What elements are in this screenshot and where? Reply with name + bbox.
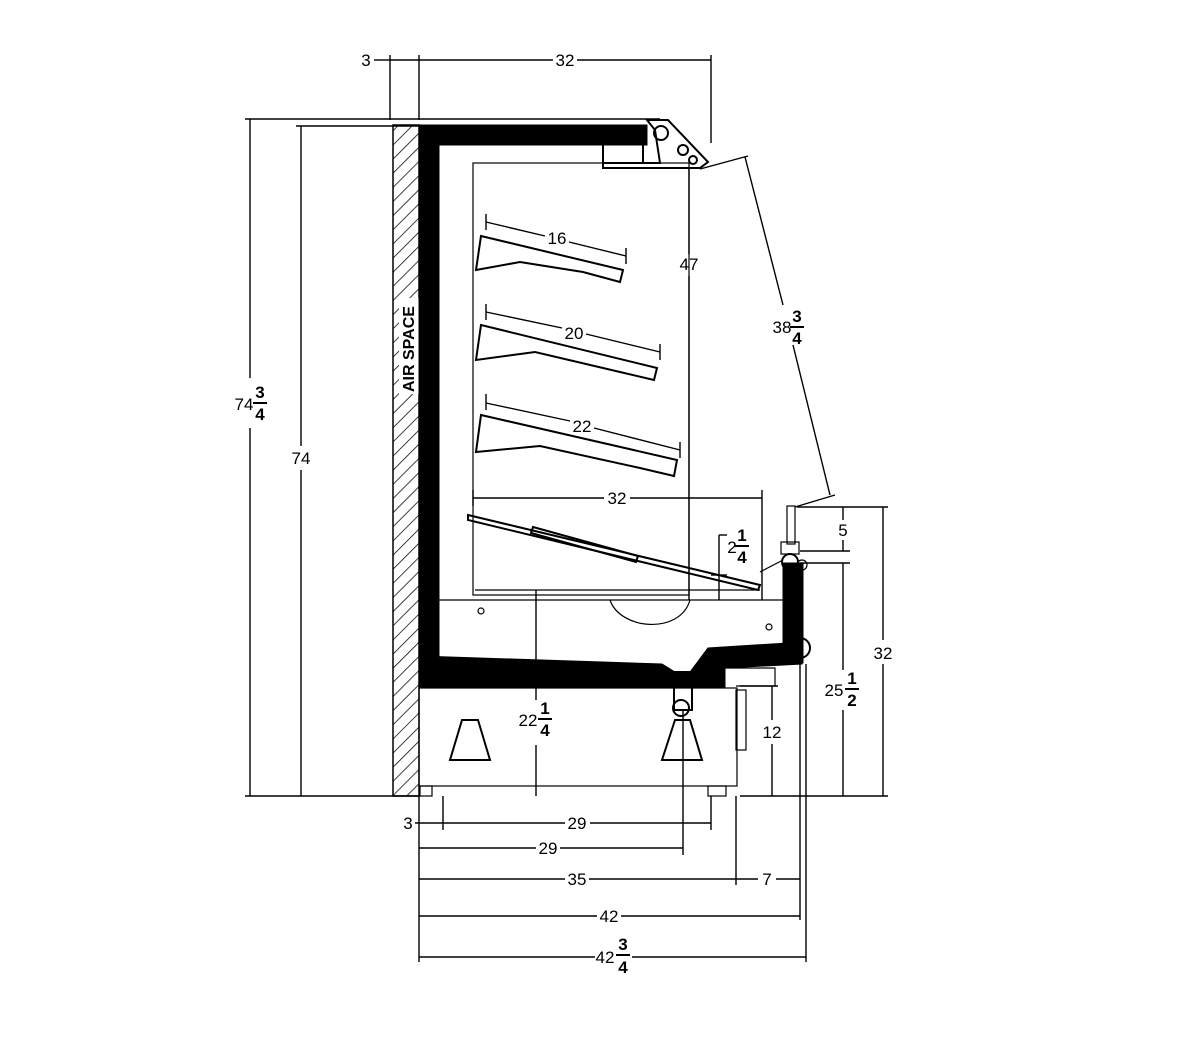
shelf-1 [474, 234, 625, 284]
deck-pan [467, 513, 762, 592]
svg-text:AIR SPACE: AIR SPACE [401, 306, 418, 392]
dim-top-3: 3 [361, 51, 370, 70]
shelf-2 [474, 323, 659, 382]
svg-text:35: 35 [568, 870, 587, 889]
front-riser [759, 505, 808, 573]
svg-text:3: 3 [403, 814, 412, 833]
dimension-left-heights: 74 3 4 74 [235, 118, 660, 797]
svg-text:1: 1 [737, 526, 746, 545]
dim-38-3-4-num: 3 [792, 307, 801, 326]
dimension-shelf-20: 20 [485, 304, 661, 360]
svg-text:7: 7 [762, 870, 771, 889]
svg-text:29: 29 [539, 839, 558, 858]
svg-text:4: 4 [737, 548, 747, 567]
svg-text:16: 16 [548, 229, 567, 248]
svg-text:12: 12 [763, 723, 782, 742]
dimension-right-heights: 5 25 1 2 32 [740, 506, 893, 797]
dimension-bottom: 3 29 29 35 7 42 42 3 4 [403, 664, 807, 977]
svg-text:4: 4 [618, 958, 628, 977]
svg-text:5: 5 [838, 521, 847, 540]
dimension-38-3-4: 38 3 4 [699, 155, 836, 508]
air-space-label: AIR SPACE [399, 298, 419, 394]
svg-text:2: 2 [847, 691, 856, 710]
dim-74-3-4-num: 3 [255, 383, 264, 402]
dimension-shelf-22: 22 [485, 394, 681, 458]
dimension-12: 12 [740, 685, 782, 796]
dimension-deck-32: 32 [472, 489, 763, 600]
dimension-shelf-16: 16 [485, 214, 627, 264]
dimension-2-1-4: 2 1 4 [711, 526, 749, 600]
svg-text:22: 22 [519, 711, 538, 730]
svg-text:20: 20 [565, 324, 584, 343]
svg-text:22: 22 [573, 417, 592, 436]
dim-top-32: 32 [556, 51, 575, 70]
svg-text:4: 4 [540, 721, 550, 740]
dim-74: 74 [292, 449, 311, 468]
shelf-3 [474, 413, 679, 478]
svg-text:29: 29 [568, 814, 587, 833]
svg-text:32: 32 [608, 489, 627, 508]
svg-text:1: 1 [540, 699, 549, 718]
svg-text:42: 42 [596, 948, 615, 967]
svg-text:25: 25 [825, 681, 844, 700]
svg-text:42: 42 [600, 907, 619, 926]
dim-38-3-4-whole: 38 [773, 318, 792, 337]
svg-text:32: 32 [874, 644, 893, 663]
dimension-top: 3 32 [361, 51, 712, 143]
dimension-22-1-4: 22 1 4 [519, 590, 552, 796]
svg-text:1: 1 [847, 669, 856, 688]
dim-74-3-4-whole: 74 [235, 395, 254, 414]
wall-hatch [392, 124, 420, 797]
dimension-47: 47 [680, 168, 699, 600]
case-outline [418, 124, 804, 689]
dim-38-3-4-den: 4 [792, 329, 802, 348]
svg-text:3: 3 [618, 935, 627, 954]
dim-74-3-4-den: 4 [255, 405, 265, 424]
canopy-hood [602, 119, 710, 169]
dim-47: 47 [680, 255, 699, 274]
svg-text:2: 2 [727, 538, 736, 557]
